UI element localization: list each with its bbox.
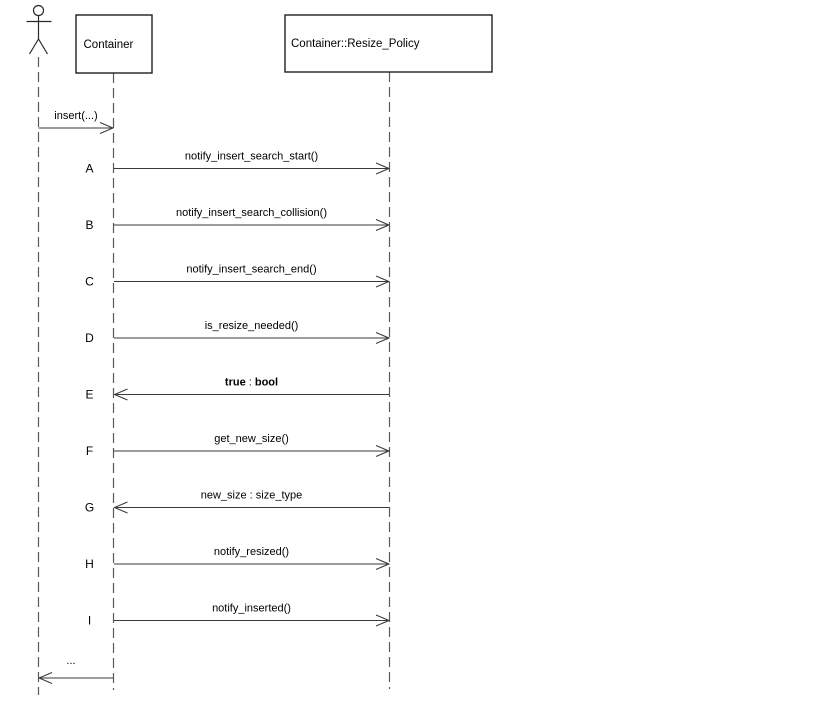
object-label-container: Container [84, 39, 134, 51]
message-e-label: true : bool [225, 377, 278, 389]
object-box-resize-policy-rect [284, 14, 493, 73]
message-h-label: notify_resized() [214, 546, 289, 558]
message-i: I notify_inserted() [88, 603, 389, 628]
message-a-id: A [85, 162, 93, 176]
message-i-id: I [88, 614, 91, 628]
message-c: C notify_insert_search_end() [85, 264, 389, 289]
message-c-id: C [85, 275, 94, 289]
message-b-id: B [85, 218, 93, 232]
message-return-label: ... [66, 655, 75, 667]
message-e: E true : bool [85, 377, 389, 402]
message-f: F get_new_size() [86, 433, 389, 458]
message-g-label: new_size : size_type [201, 490, 303, 502]
message-b: B notify_insert_search_collision() [85, 207, 389, 232]
object-label-resize-policy: Container::Resize_Policy [291, 38, 420, 50]
actor-head [32, 4, 45, 17]
object-box-resize-policy: Container::Resize_Policy [284, 14, 493, 73]
message-d: D is_resize_needed() [85, 320, 389, 345]
message-c-label: notify_insert_search_end() [186, 264, 316, 276]
message-h: H notify_resized() [85, 546, 389, 571]
object-box-container: Container [75, 14, 153, 74]
message-e-id: E [85, 388, 93, 402]
message-g-id: G [85, 501, 94, 515]
message-return: ... [39, 655, 114, 678]
message-i-label: notify_inserted() [212, 603, 291, 615]
message-a: A notify_insert_search_start() [85, 151, 389, 176]
message-insert: insert(...) [38, 110, 114, 128]
message-g: G new_size : size_type [85, 490, 389, 515]
actor-icon [26, 4, 52, 55]
message-insert-label: insert(...) [54, 110, 97, 122]
actor-leg-left [28, 38, 40, 55]
message-d-label: is_resize_needed() [205, 320, 299, 332]
actor-leg-right [37, 38, 49, 55]
object-box-container-rect [75, 14, 153, 74]
message-a-label: notify_insert_search_start() [185, 151, 318, 163]
message-b-label: notify_insert_search_collision() [176, 207, 327, 219]
message-f-id: F [86, 444, 93, 458]
message-h-id: H [85, 557, 94, 571]
message-d-id: D [85, 331, 94, 345]
message-f-label: get_new_size() [214, 433, 289, 445]
